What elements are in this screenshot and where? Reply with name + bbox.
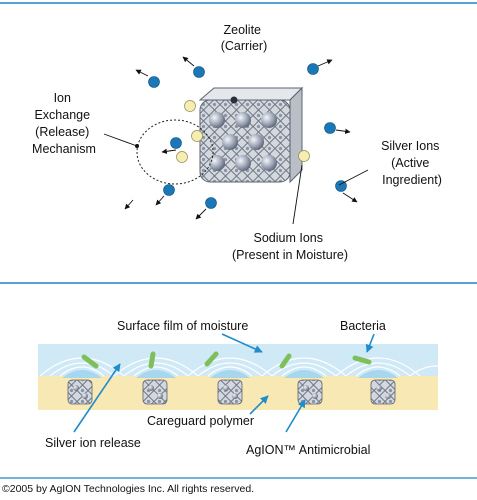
silver-ion	[324, 122, 351, 134]
zeolite-crystal	[198, 86, 304, 184]
aglion-arrow	[285, 399, 306, 433]
sodium-ions-label: Sodium Ions (Present in Moisture)	[232, 231, 348, 262]
surface-film-arrow	[221, 333, 263, 353]
bacterium	[279, 353, 292, 369]
pointer-arrows	[73, 333, 375, 433]
zeolite-particle	[217, 379, 243, 405]
bacteria-label: Bacteria	[340, 319, 386, 333]
top-diagram: Zeolite (Carrier) Ion Exchange (Release)…	[32, 23, 443, 262]
sodium-ion	[191, 130, 203, 142]
ion-exchange-ellipse	[136, 119, 214, 185]
silver-release-label: Silver ion release	[45, 436, 141, 450]
bacteria	[81, 351, 372, 369]
bottom-diagram: Surface film of moisture Bacteria Caregu…	[38, 319, 463, 457]
silver-ion	[161, 137, 182, 154]
sodium-ion	[176, 151, 188, 163]
silver-ion	[124, 199, 134, 210]
bacteria-arrow	[365, 333, 375, 353]
moisture-domes	[62, 370, 398, 378]
bacterium	[204, 351, 219, 367]
silver-ion	[335, 180, 358, 203]
copyright-text: ©2005 by AgION Technologies Inc. All rig…	[2, 483, 254, 495]
ion-exchange-leader	[103, 133, 138, 147]
silver-ion	[182, 56, 205, 78]
silver-ion	[155, 184, 175, 206]
bacterium	[148, 351, 156, 369]
silver-ion	[195, 197, 217, 220]
silver-ions-leader	[338, 169, 369, 186]
bacterium	[81, 354, 99, 369]
zeolite-label: Zeolite (Carrier)	[221, 23, 268, 53]
zeolite-particle	[370, 379, 396, 405]
ion-exchange-label: Ion Exchange (Release) Mechanism	[32, 91, 96, 156]
zeolite-particle	[142, 379, 168, 405]
silver-ion	[307, 59, 333, 75]
silver-ions-label: Silver Ions (Active Ingredient)	[381, 139, 443, 187]
silver-ions	[124, 56, 358, 220]
ion-exchange-leader-dot	[135, 144, 139, 148]
zeolite-particle	[67, 379, 93, 405]
surface-film-label: Surface film of moisture	[117, 319, 248, 333]
careguard-arrow	[249, 395, 269, 415]
sodium-ion	[298, 150, 310, 162]
sodium-ion	[184, 100, 196, 112]
zeolite-particle	[297, 379, 323, 405]
silver-ion	[135, 69, 160, 88]
careguard-label: Careguard polymer	[147, 414, 254, 428]
sodium-ions	[176, 100, 310, 163]
zeolite-particles	[67, 379, 396, 405]
aglion-label: AgION™ Antimicrobial	[246, 443, 370, 457]
silver-release-arrow	[73, 363, 121, 433]
bacterium	[352, 355, 372, 365]
sodium-ions-leader	[292, 164, 303, 225]
